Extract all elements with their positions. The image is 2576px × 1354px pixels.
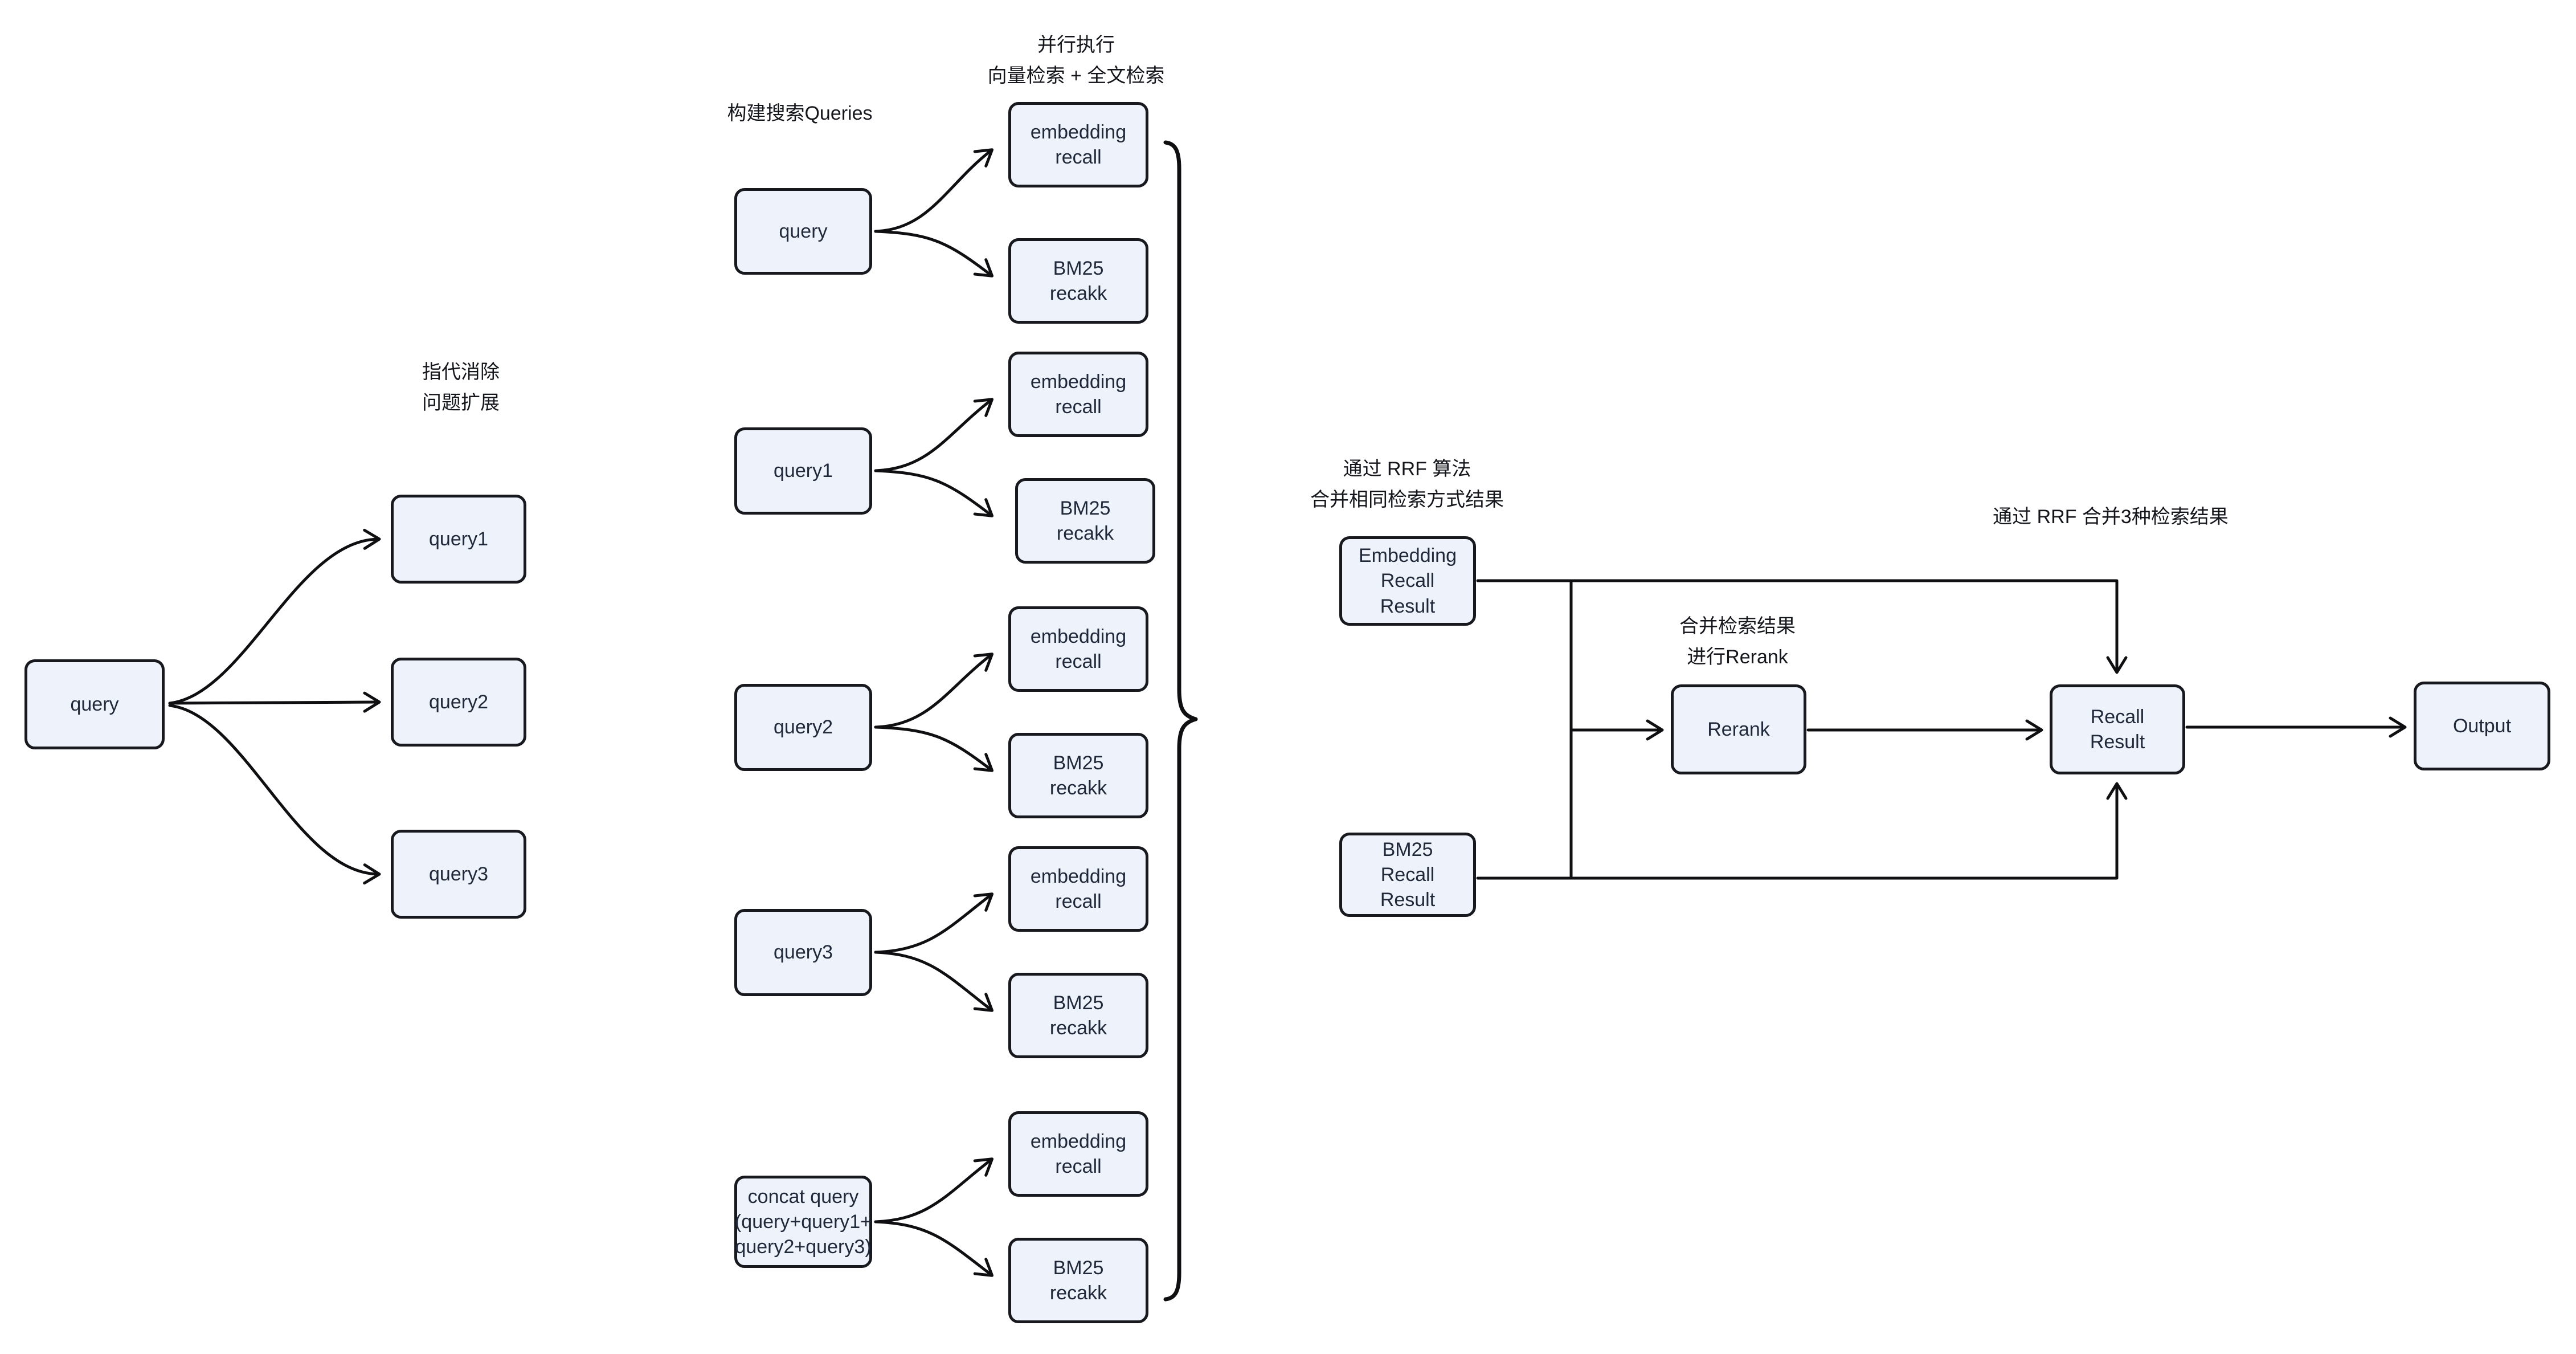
arrow-g3-embedding (874, 652, 994, 729)
arrow-g2-bm25 (874, 469, 994, 517)
node-output: Output (2414, 682, 2550, 770)
node-embedding-recall-4: embedding recall (1008, 846, 1148, 932)
arrow-g4-embedding (874, 892, 994, 954)
node-embedding-recall-5: embedding recall (1008, 1111, 1148, 1197)
line-bm25-result-to-recall-bottom (1476, 782, 2128, 880)
node-query1: query1 (391, 495, 526, 584)
annotation-parallel-exec: 并行执行 向量检索 + 全文检索 (987, 34, 1165, 87)
node-search-query3: query3 (734, 909, 872, 996)
node-bm25-recall-4: BM25 recakk (1008, 973, 1148, 1058)
node-bm25-recall-2: BM25 recakk (1015, 478, 1155, 564)
node-concat-query: concat query (query+query1+ query2+query… (734, 1176, 872, 1268)
node-bm25-recall-3: BM25 recakk (1008, 733, 1148, 818)
brace-collect-results (1163, 140, 1198, 1302)
annotation-build-queries: 构建搜索Queries (727, 103, 873, 124)
node-rerank: Rerank (1671, 684, 1806, 774)
node-query3: query3 (391, 830, 526, 919)
arrow-query-to-query2 (168, 691, 381, 713)
annotation-rrf-same-method: 通过 RRF 算法 合并相同检索方式结果 (1310, 458, 1504, 511)
node-embedding-recall-3: embedding recall (1008, 606, 1148, 692)
arrow-g1-bm25 (874, 230, 994, 278)
arrow-g2-embedding (874, 398, 994, 472)
arrow-g1-embedding (874, 148, 994, 233)
arrow-g4-bm25 (874, 951, 994, 1012)
node-embedding-recall-result: Embedding Recall Result (1339, 536, 1476, 626)
annotation-merge-rerank: 合并检索结果 进行Rerank (1679, 615, 1796, 668)
arrow-query-to-query3 (168, 704, 381, 885)
annotation-rrf-three-results: 通过 RRF 合并3种检索结果 (1993, 506, 2229, 528)
node-bm25-recall-5: BM25 recakk (1008, 1238, 1148, 1323)
arrow-g5-bm25 (874, 1220, 994, 1277)
node-bm25-recall-result: BM25 Recall Result (1339, 833, 1476, 917)
node-query-source: query (24, 659, 165, 749)
node-query2: query2 (391, 658, 526, 747)
node-search-query2: query2 (734, 684, 872, 771)
node-bm25-recall-1: BM25 recakk (1008, 238, 1148, 324)
node-search-query1: query1 (734, 427, 872, 515)
arrow-query-to-query1 (168, 528, 381, 705)
node-search-query: query (734, 188, 872, 275)
arrow-g3-bm25 (874, 725, 994, 772)
annotation-coref-expansion: 指代消除 问题扩展 (422, 361, 500, 414)
node-embedding-recall-1: embedding recall (1008, 102, 1148, 187)
arrow-g5-embedding (874, 1157, 994, 1224)
node-embedding-recall-2: embedding recall (1008, 352, 1148, 437)
line-embedding-result-to-recall-top (1476, 579, 2128, 674)
node-recall-result: Recall Result (2050, 684, 2185, 774)
